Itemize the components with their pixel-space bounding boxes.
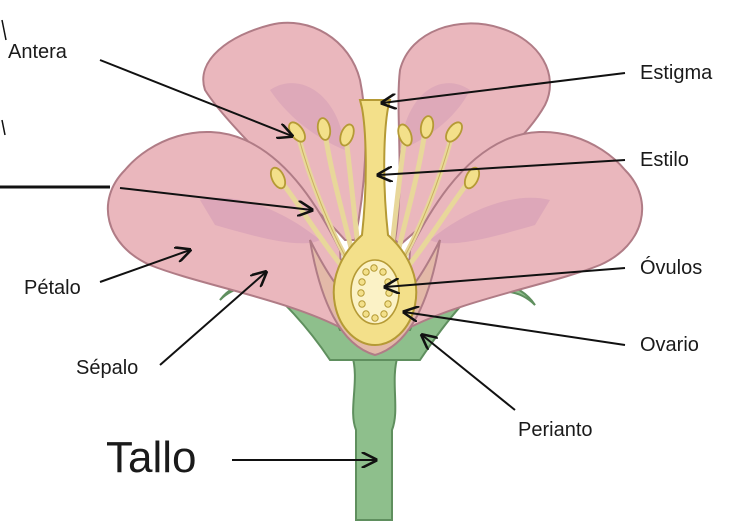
label-petalo: Pétalo [24, 277, 81, 299]
label-estigma: Estigma [640, 62, 713, 84]
petal-shade-left [200, 197, 320, 244]
arrow-perianto [422, 335, 516, 411]
arrow-petalo [99, 250, 190, 283]
edge-tick [1, 19, 7, 41]
leader-arrows [99, 59, 626, 460]
label-sepalo: Sépalo [76, 357, 139, 379]
label-ovario: Ovario [640, 334, 699, 356]
filament-edges [297, 134, 453, 266]
label-tallo: Tallo [106, 433, 197, 482]
arrow-ovario [404, 312, 626, 346]
arrow-ovulos [385, 267, 626, 287]
arrow-sepalo [159, 272, 266, 366]
label-antera: Antera [8, 41, 67, 63]
arrow-estigma [382, 72, 626, 103]
arrow-unlabeled [119, 187, 312, 210]
arrow-antera [99, 59, 292, 136]
anthers [269, 115, 481, 190]
label-ovulos: Óvulos [640, 257, 703, 279]
stem [350, 354, 400, 521]
edge-tick-2 [1, 119, 6, 136]
arrow-estilo [378, 159, 626, 175]
petal-shade-right [430, 197, 550, 244]
label-estilo: Estilo [640, 149, 689, 171]
label-perianto: Perianto [518, 419, 593, 441]
